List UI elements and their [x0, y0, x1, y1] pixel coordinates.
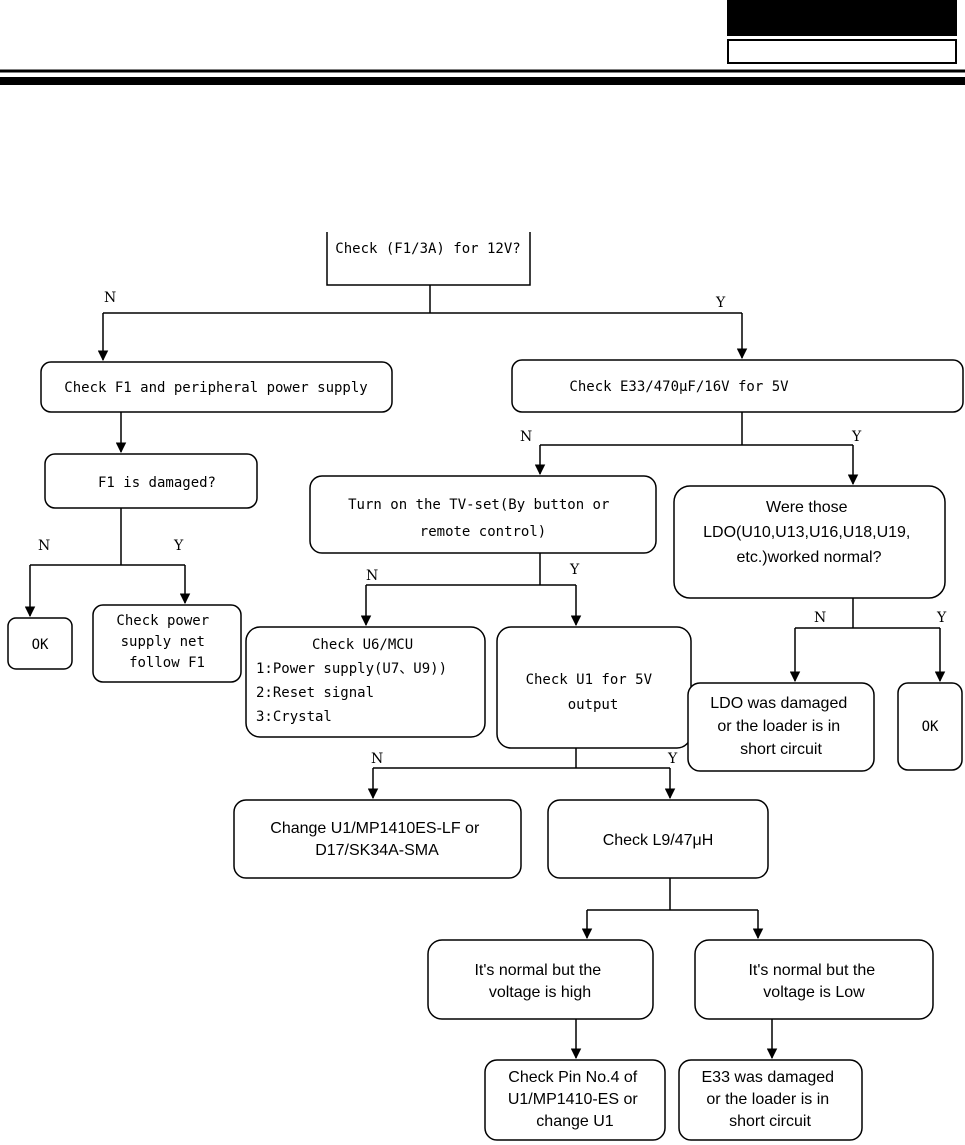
node-normal-high-line-1: It's normal but the	[474, 962, 601, 979]
svg-text:Check L9/47μH: Check L9/47μH	[603, 832, 714, 849]
label-u1-n: N	[371, 751, 383, 767]
svg-text:Were those LDO(U10,U13,U: Were those LDO(U10,U13,U16,U18,U19, etc.…	[703, 499, 915, 566]
node-f1-damaged-line: F1 is damaged?	[98, 475, 216, 491]
node-ok-left-line: OK	[32, 637, 49, 653]
node-change-u1-line-2: D17/SK34A-SMA	[315, 842, 439, 859]
node-normal-low-line-1: It's normal but the	[748, 962, 875, 979]
node-check-u1-line-2: output	[568, 697, 619, 713]
node-check-u6-line-3: 2:Reset signal	[256, 685, 374, 701]
node-ldo-damaged-line-2: or the loader is in	[717, 718, 840, 735]
node-turn-on-line-1: Turn on the TV-set(By button or	[348, 497, 609, 513]
node-normal-high: It's normal but the voltage is high	[427, 939, 654, 1020]
svg-text:Check F1 and peripheral power: Check F1 and peripheral power supply	[64, 380, 367, 396]
node-ok-left: OK	[7, 617, 73, 670]
node-e33-damaged-line-2: or the loader is in	[706, 1091, 829, 1108]
node-check-pin4-line-1: Check Pin No.4 of	[508, 1069, 638, 1086]
header-white-box	[727, 39, 957, 64]
node-normal-low-line-2: voltage is Low	[763, 984, 865, 1001]
node-ok-right-line: OK	[922, 719, 939, 735]
svg-text:LDO was damaged or the l: LDO was damaged or the loader is in shor…	[710, 695, 851, 758]
label-ldo-n: N	[814, 610, 826, 626]
node-check-e33: Check E33/470μF/16V for 5V	[511, 359, 964, 413]
node-check-f1: Check F1 and peripheral power supply	[40, 361, 393, 413]
node-check-net: Check power supply net follow F1	[92, 604, 242, 683]
branch-labels: N Y N Y N Y N Y N Y N Y	[38, 290, 947, 767]
label-turn-n: N	[366, 568, 378, 584]
node-change-u1-line-1: Change U1/MP1410ES-LF or	[270, 820, 480, 837]
node-ldo-question-line-1: Were those	[766, 499, 848, 516]
label-f1-n: N	[38, 538, 50, 554]
node-e33-damaged: E33 was damaged or the loader is in shor…	[678, 1059, 863, 1141]
node-check-l9-line: Check L9/47μH	[603, 832, 714, 849]
node-e33-damaged-line-1: E33 was damaged	[702, 1069, 835, 1086]
label-start-y: Y	[715, 295, 726, 311]
label-start-n: N	[104, 290, 116, 306]
svg-text:Check E33/470μF/16V for 5V: Check E33/470μF/16V for 5V	[569, 379, 789, 395]
node-ldo-damaged-line-1: LDO was damaged	[710, 695, 847, 712]
node-normal-low: It's normal but the voltage is Low	[694, 939, 934, 1020]
label-f1-y: Y	[173, 538, 184, 554]
node-start: Check (F1/3A) for 12V?	[326, 232, 531, 286]
node-ldo-damaged: LDO was damaged or the loader is in shor…	[687, 682, 875, 772]
node-check-net-line-3: follow F1	[129, 655, 205, 671]
node-check-u6-line-2: 1:Power supply(U7、U9))	[256, 661, 447, 677]
svg-text:E33 was damaged or the l: E33 was damaged or the loader is in shor…	[702, 1069, 839, 1130]
label-e33-y: Y	[851, 429, 862, 445]
node-ldo-question: Were those LDO(U10,U13,U16,U18,U19, etc.…	[673, 485, 946, 599]
svg-text:Check U1 for 5V output: Check U1 for 5V output	[526, 672, 661, 713]
node-check-u6-line-4: 3:Crystal	[256, 709, 332, 725]
node-ldo-question-line-3: etc.)worked normal?	[737, 549, 882, 566]
node-check-u1: Check U1 for 5V output	[496, 626, 692, 749]
svg-text:Check (F1/3A) for 12V?: Check (F1/3A) for 12V?	[335, 241, 520, 257]
node-normal-high-line-2: voltage is high	[489, 984, 591, 1001]
svg-text:It's normal but the volt: It's normal but the voltage is high	[474, 962, 605, 1001]
header-black-box	[727, 0, 957, 36]
label-ldo-y: Y	[936, 610, 947, 626]
label-turn-y: Y	[569, 562, 580, 578]
svg-text:Check U6/MCU 1:Power sup: Check U6/MCU 1:Power supply(U7、U9)) 2:Re…	[256, 637, 455, 725]
node-check-f1-line: Check F1 and peripheral power supply	[64, 380, 367, 396]
svg-text:It's normal but the volt: It's normal but the voltage is Low	[748, 962, 879, 1001]
node-ok-right: OK	[897, 682, 963, 771]
node-turn-on-line-2: remote control)	[420, 524, 546, 540]
node-check-pin4-line-2: U1/MP1410-ES or	[508, 1091, 639, 1108]
label-e33-n: N	[520, 429, 532, 445]
node-check-u1-line-1: Check U1 for 5V	[526, 672, 653, 688]
node-check-net-line-2: supply net	[121, 634, 205, 650]
node-check-u6: Check U6/MCU 1:Power supply(U7、U9)) 2:Re…	[245, 626, 486, 738]
svg-text:Check power supply net: Check power supply net follow F1	[116, 613, 217, 671]
node-ldo-question-line-2: LDO(U10,U13,U16,U18,U19,	[703, 524, 910, 541]
node-check-net-line-1: Check power	[116, 613, 209, 629]
label-u1-y: Y	[667, 751, 678, 767]
node-check-pin4: Check Pin No.4 of U1/MP1410-ES or change…	[484, 1059, 666, 1141]
node-check-u6-line-1: Check U6/MCU	[312, 637, 413, 653]
node-check-pin4-line-3: change U1	[536, 1113, 613, 1130]
header-rule-thick	[0, 77, 965, 85]
node-check-l9: Check L9/47μH	[547, 799, 769, 879]
node-start-line: Check (F1/3A) for 12V?	[335, 241, 520, 257]
node-ldo-damaged-line-3: short circuit	[740, 741, 822, 758]
node-change-u1: Change U1/MP1410ES-LF or D17/SK34A-SMA	[233, 799, 522, 879]
svg-text:Change U1/MP1410ES-LF or: Change U1/MP1410ES-LF or D17/SK34A-SMA	[270, 820, 483, 859]
page-header	[0, 0, 965, 85]
connectors	[24, 285, 946, 1060]
node-e33-damaged-line-3: short circuit	[729, 1113, 811, 1130]
svg-text:F1 is damaged?: F1 is damaged?	[98, 475, 216, 491]
svg-text:OK: OK	[922, 719, 939, 735]
node-f1-damaged: F1 is damaged?	[44, 453, 258, 509]
svg-text:Turn on the TV-set(By button o: Turn on the TV-set(By button or remote c…	[348, 497, 618, 540]
node-turn-on: Turn on the TV-set(By button or remote c…	[309, 475, 657, 554]
node-check-e33-line: Check E33/470μF/16V for 5V	[569, 379, 789, 395]
svg-text:OK: OK	[32, 637, 49, 653]
svg-text:Check Pin No.4 of U1/MP1: Check Pin No.4 of U1/MP1410-ES or change…	[508, 1069, 642, 1130]
